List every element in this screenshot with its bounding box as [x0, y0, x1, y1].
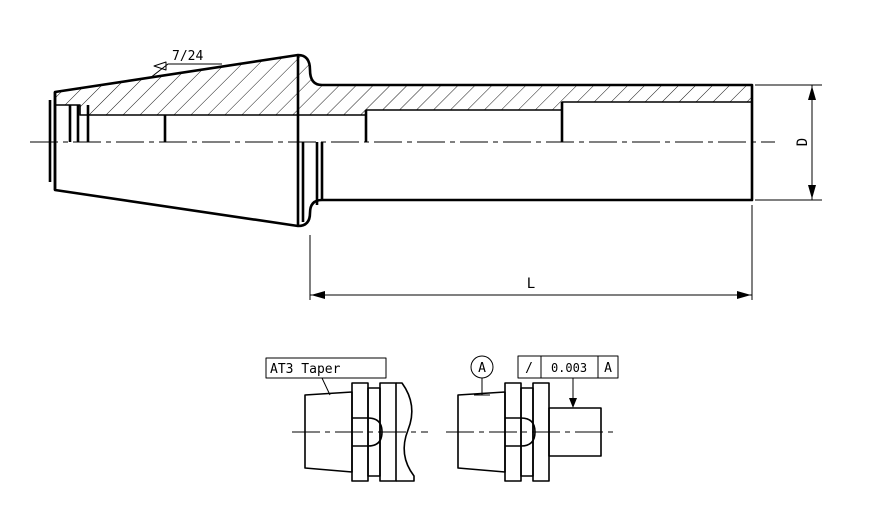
taper-break-line	[396, 382, 415, 482]
arbor-section-view: 7/24 D L	[30, 49, 822, 300]
fcf-arrow-icon	[569, 398, 577, 408]
taper-annotation: 7/24	[149, 49, 222, 79]
length-dimension: L	[309, 205, 753, 300]
tolerance-datum: A	[604, 361, 612, 376]
runout-detail-view: A / 0.003 A	[446, 355, 619, 482]
datum-label: A	[478, 361, 486, 376]
taper-note-leader	[321, 377, 331, 396]
tolerance-value: 0.003	[551, 361, 587, 375]
d-label: D	[795, 138, 811, 146]
taper-symbol-icon	[153, 61, 167, 71]
taper-note-box	[265, 357, 387, 379]
taper-ratio-label: 7/24	[172, 49, 203, 64]
feature-control-frame	[517, 355, 619, 379]
l-arrow-left-icon	[311, 291, 325, 299]
runout-symbol-icon: /	[525, 361, 533, 376]
taper-leader	[149, 63, 222, 79]
taper-note-label: AT3 Taper	[270, 362, 341, 377]
d-arrow-top-icon	[808, 86, 816, 100]
d-arrow-bottom-icon	[808, 185, 816, 199]
taper-detail-view: AT3 Taper	[265, 357, 428, 482]
l-arrow-right-icon	[737, 291, 751, 299]
arbor-outline	[53, 53, 754, 228]
diameter-dimension: D	[755, 84, 822, 201]
l-label: L	[527, 276, 535, 292]
